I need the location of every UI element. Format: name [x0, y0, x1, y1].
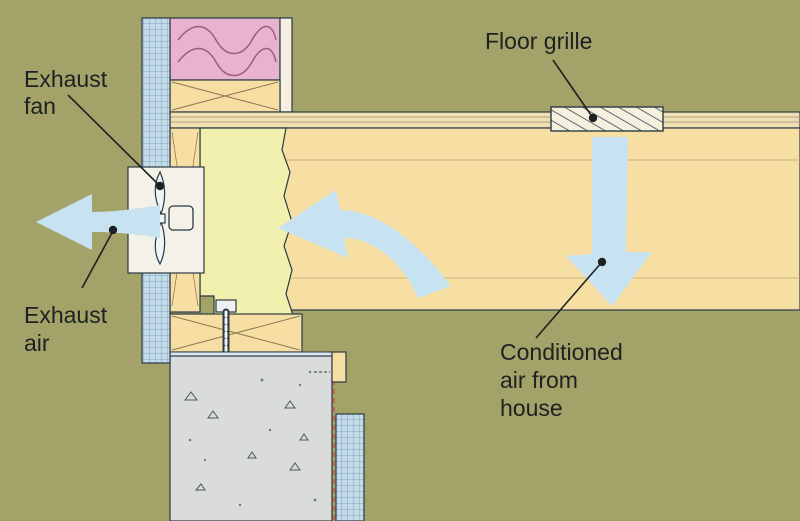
leader-dots [108, 113, 607, 267]
supply-air-arrow [566, 137, 652, 306]
joist-grain [282, 159, 800, 279]
wall-sheathing [279, 17, 293, 113]
label-exhaust-air: Exhaust air [24, 302, 114, 356]
blocking-cross [171, 81, 279, 111]
label-floor-grille: Floor grille [485, 28, 592, 54]
subfloor-lines [170, 116, 800, 123]
sill-plate-cross [171, 315, 301, 351]
concrete-foundation [169, 355, 333, 521]
leader-lines [67, 59, 603, 339]
concrete-aggregate [184, 391, 309, 491]
label-exhaust-fan: Exhaust fan [24, 66, 114, 119]
exterior-trim [331, 351, 347, 383]
foundation-exterior-grid [335, 413, 365, 521]
concrete-dots [188, 370, 317, 507]
subfloor [169, 111, 800, 129]
floor-grille-icon [550, 106, 664, 132]
leader-exhaust-fan [67, 94, 161, 187]
insulation-squiggle [177, 25, 277, 77]
return-air-arrow [278, 190, 451, 298]
leader-exhaust-air [81, 230, 114, 289]
label-conditioned-air: Conditioned air from house [500, 339, 629, 421]
exhaust-air-arrow [36, 194, 160, 250]
leader-conditioned-air [535, 261, 603, 339]
leader-floor-grille [552, 59, 594, 119]
